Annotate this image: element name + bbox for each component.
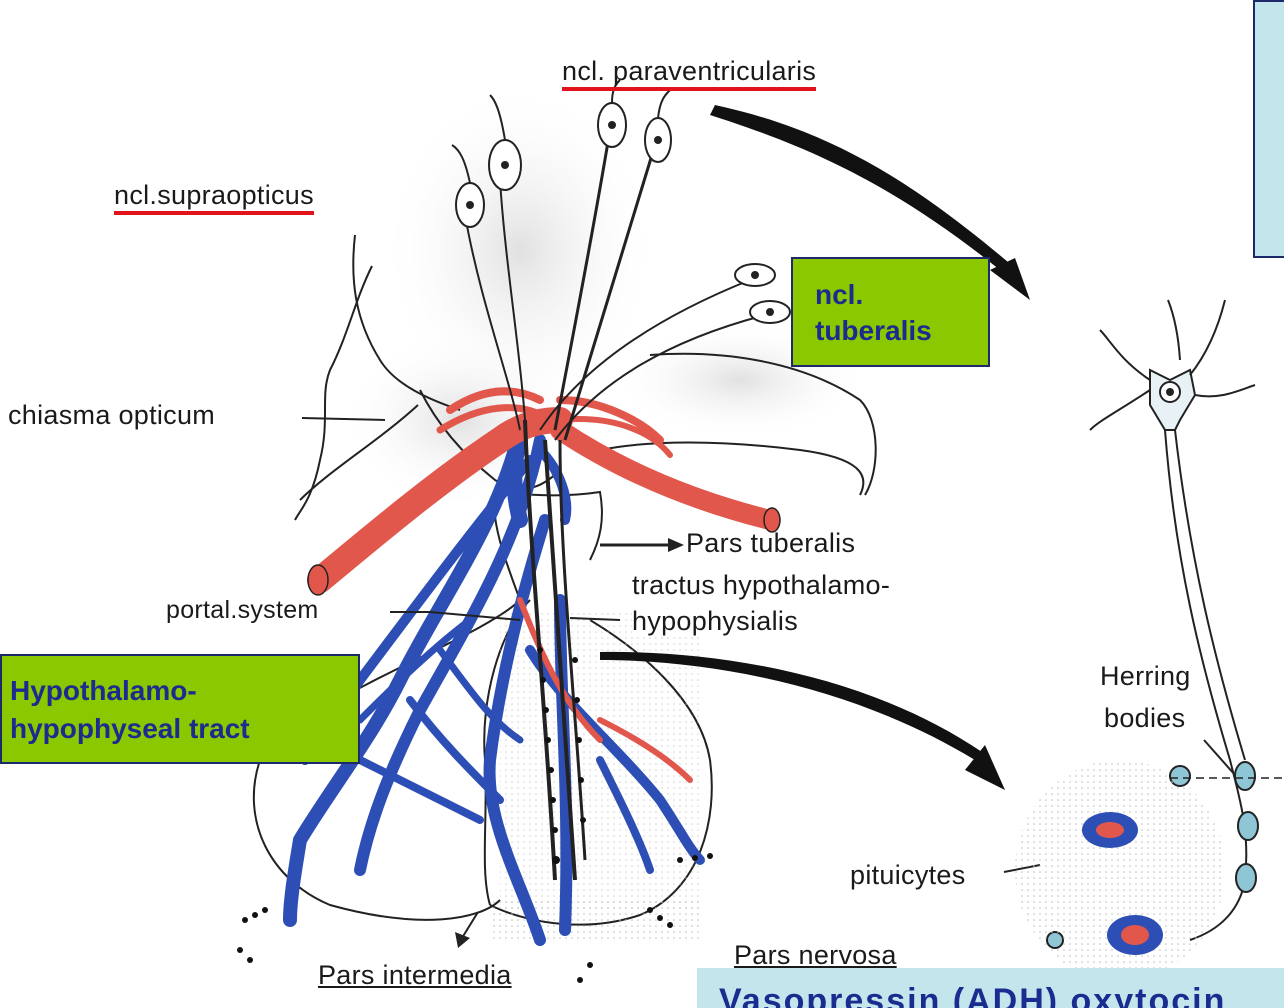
label-pituicytes: pituicytes	[850, 862, 966, 889]
callout-ncl-tuberalis-line2: tuberalis	[815, 313, 988, 349]
callout-tract-line1: Hypothalamo-	[10, 672, 358, 710]
hormone-banner: Vasopressin (ADH) oxytocin	[697, 968, 1284, 1008]
label-tractus-line2: hypophysialis	[632, 608, 798, 635]
label-herring-line1: Herring	[1100, 663, 1191, 690]
label-chiasma-opticum: chiasma opticum	[8, 402, 215, 429]
callout-ncl-tuberalis-line1: ncl.	[815, 277, 988, 313]
callout-tract-line2: hypophyseal tract	[10, 710, 358, 748]
label-ncl-paraventricularis: ncl. paraventricularis	[562, 58, 816, 91]
pituicyte-region	[1015, 760, 1225, 980]
label-herring-line2: bodies	[1104, 705, 1185, 732]
label-portal-system: portal.system	[166, 598, 319, 623]
label-pars-intermedia: Pars intermedia	[318, 962, 512, 989]
callout-ncl-tuberalis: ncl. tuberalis	[791, 257, 990, 367]
label-pars-nervosa: Pars nervosa	[734, 942, 897, 969]
label-pars-tuberalis: Pars tuberalis	[686, 530, 855, 557]
label-ncl-supraopticus: ncl.supraopticus	[114, 182, 314, 215]
label-tractus-line1: tractus hypothalamo-	[632, 572, 890, 599]
callout-hypothalamo-hypophyseal-tract: Hypothalamo- hypophyseal tract	[0, 654, 360, 764]
offscreen-text-box	[1253, 0, 1284, 258]
hormone-banner-text: Vasopressin (ADH) oxytocin	[697, 968, 1284, 1008]
